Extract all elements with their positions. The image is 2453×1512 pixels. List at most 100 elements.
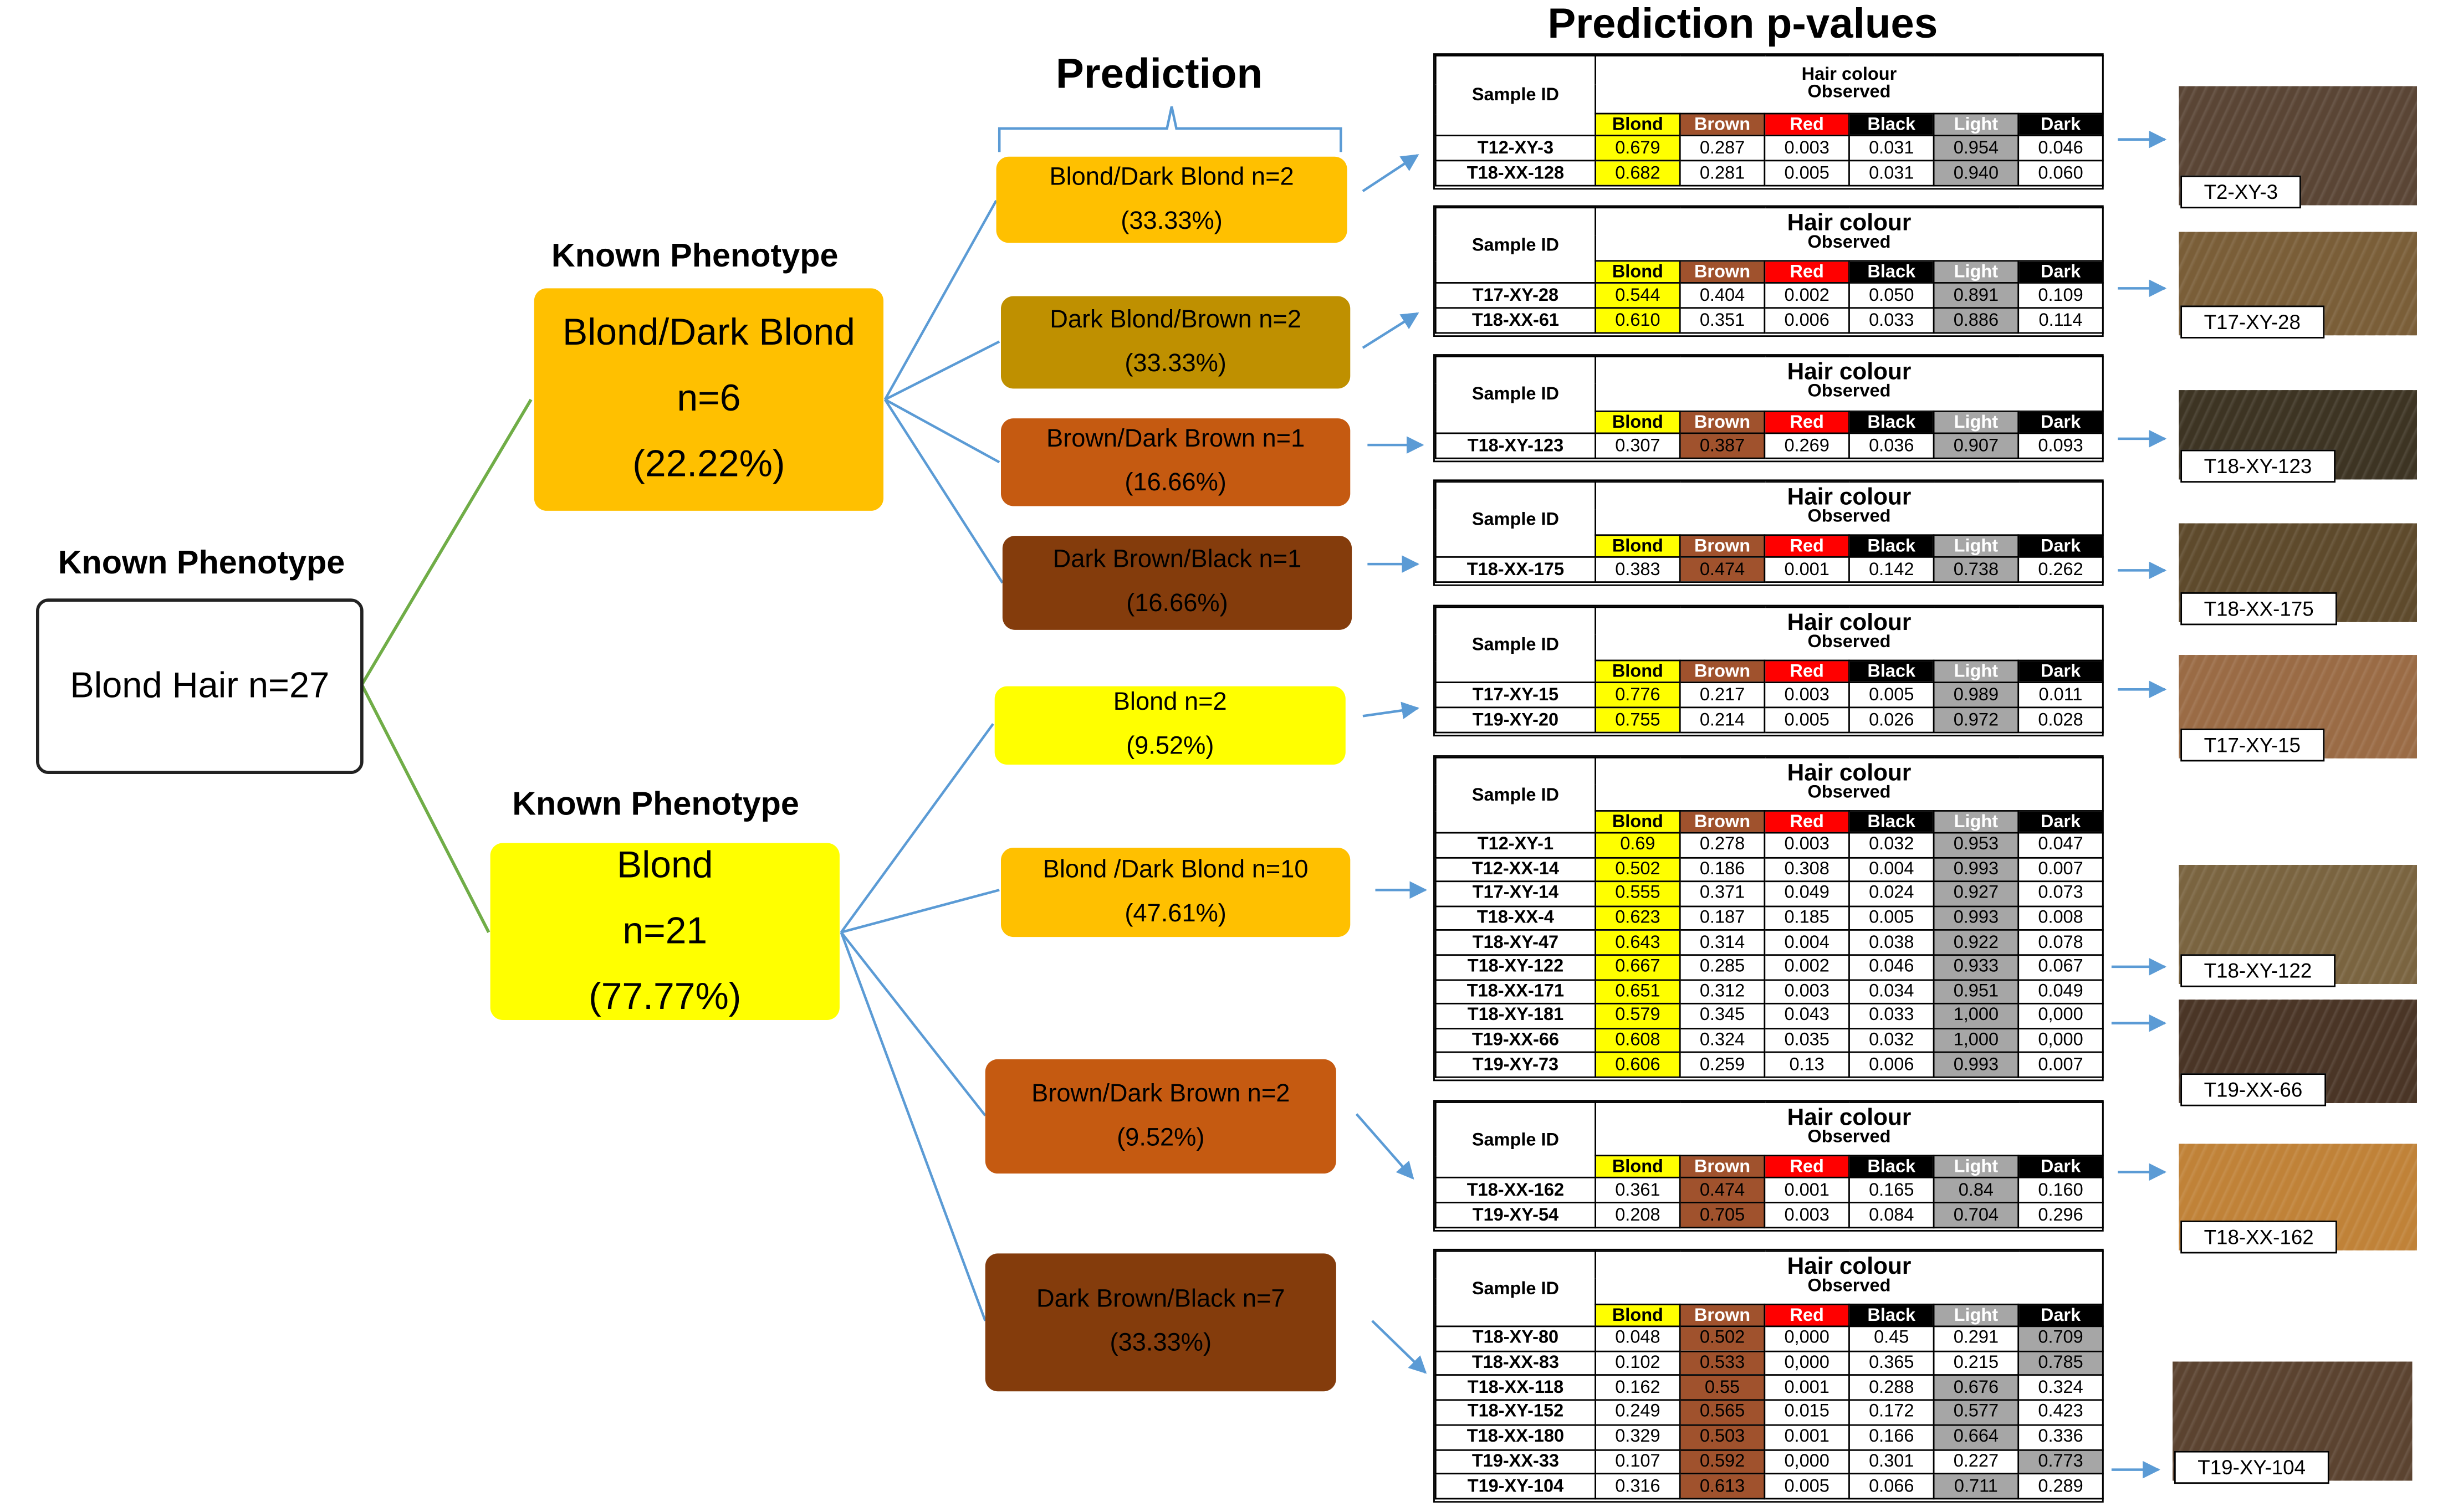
category-header-black: Black (1848, 534, 1935, 558)
sample-id-cell: T18-XY-123 (1434, 432, 1596, 459)
prediction-2-percent: (33.33%) (1125, 350, 1226, 377)
sample-id-header: Sample ID (1434, 207, 1596, 284)
sample-id-header: Sample ID (1434, 355, 1596, 434)
pvalue-cell: 0.067 (2017, 954, 2104, 981)
category-header-black: Black (1848, 659, 1935, 684)
pvalue-cell: 0.186 (1679, 856, 1766, 883)
prediction-7-percent: (9.52%) (1117, 1124, 1205, 1151)
prediction-box-3: Brown/Dark Brown n=1 (16.66%) (1001, 418, 1351, 506)
category-header-red: Red (1764, 410, 1850, 434)
hair-photo-8: T18-XX-162 (2179, 1144, 2417, 1254)
sample-id-cell: T18-XX-83 (1434, 1350, 1596, 1377)
hair-colour-header: Hair colour (1595, 606, 2104, 634)
sample-id-cell: T19-XY-20 (1434, 706, 1596, 734)
hair-colour-header: Hair colour (1595, 1250, 2104, 1278)
pvalue-cell: 0.003 (1764, 978, 1850, 1005)
sample-id-header: Sample ID (1434, 1250, 1596, 1328)
category-header-red: Red (1764, 112, 1850, 137)
pvalue-cell: 0.208 (1595, 1202, 1681, 1229)
known-1-line-3: (22.22%) (632, 443, 785, 486)
known-2-line-1: Blond (616, 843, 713, 886)
hair-photo-5: T17-XY-15 (2179, 655, 2417, 762)
hair-photo-4: T18-XX-175 (2179, 523, 2417, 626)
pvalue-cell: 0.345 (1679, 1003, 1766, 1029)
hair-colour-header: Hair colour (1595, 481, 2104, 509)
sample-id-cell: T17-XY-15 (1434, 681, 1596, 709)
sample-id-cell: T18-XY-80 (1434, 1325, 1596, 1352)
photo-label: T18-XX-162 (2180, 1221, 2338, 1254)
pvalue-cell: 0.050 (1848, 282, 1935, 309)
pvalue-cell: 0.005 (1764, 706, 1850, 734)
pvalue-cell: 0.046 (2017, 135, 2104, 162)
category-header-blond: Blond (1595, 810, 1681, 834)
sample-id-header: Sample ID (1434, 1101, 1596, 1178)
pvalue-cell: 0.259 (1679, 1052, 1766, 1078)
connector-k1-p2 (884, 340, 1000, 401)
photo-label: T19-XX-66 (2180, 1073, 2326, 1106)
observed-header: Observed (1595, 633, 2104, 662)
pvalue-cell: 0.214 (1679, 706, 1766, 734)
pvalue-cell: 0.005 (1848, 905, 1935, 931)
hair-colour-header: Hair colour (1595, 55, 2104, 85)
pvalue-cell: 0.031 (1848, 135, 1935, 162)
pvalue-cell: 0.785 (2017, 1350, 2104, 1377)
pvalue-cell: 0.291 (1933, 1325, 2020, 1352)
category-header-blond: Blond (1595, 534, 1681, 558)
category-header-brown: Brown (1679, 534, 1766, 558)
category-header-light: Light (1933, 659, 2020, 684)
category-header-light: Light (1933, 810, 2020, 834)
pvalue-cell: 0.078 (2017, 930, 2104, 956)
pvalue-cell: 0.102 (1595, 1350, 1681, 1377)
connector-k2-p6 (841, 889, 1000, 934)
prediction-5-label: Blond n=2 (1113, 689, 1227, 716)
pvalue-cell: 0.031 (1848, 160, 1935, 187)
pvalue-cell: 0.287 (1679, 135, 1766, 162)
pvalue-cell: 0.886 (1933, 307, 2020, 334)
pvalue-cell: 0.613 (1679, 1473, 1766, 1500)
pvalue-cell: 0.13 (1764, 1052, 1850, 1078)
prediction-7-label: Brown/Dark Brown n=2 (1031, 1080, 1290, 1107)
pvalue-cell: 0.623 (1595, 905, 1681, 931)
prediction-box-1: Blond/Dark Blond n=2 (33.33%) (996, 156, 1347, 243)
pvalue-cell: 0.383 (1595, 556, 1681, 583)
pvalue-cell: 0.005 (1848, 681, 1935, 709)
pvalue-cell: 0.107 (1595, 1448, 1681, 1475)
sample-id-cell: T19-XY-54 (1434, 1202, 1596, 1229)
pvalue-cell: 0.301 (1848, 1448, 1935, 1475)
category-header-dark: Dark (2017, 410, 2104, 434)
prediction-6-label: Blond /Dark Blond n=10 (1042, 856, 1309, 883)
prediction-box-6: Blond /Dark Blond n=10 (47.61%) (1001, 847, 1351, 937)
pvalue-cell: 0.336 (2017, 1424, 2104, 1451)
prediction-6-percent: (47.61%) (1125, 900, 1226, 927)
pvalue-cell: 0.592 (1679, 1448, 1766, 1475)
category-header-brown: Brown (1679, 810, 1766, 834)
pvalue-cell: 0.002 (1764, 954, 1850, 981)
hair-photo-9: T19-XY-104 (2173, 1361, 2413, 1484)
sample-id-cell: T18-XX-180 (1434, 1424, 1596, 1451)
hair-photo-7: T19-XX-66 (2179, 1000, 2417, 1106)
prediction-5-percent: (9.52%) (1126, 733, 1214, 760)
hair-photo-3: T18-XY-123 (2179, 390, 2417, 483)
pvalue-cell: 0.555 (1595, 880, 1681, 907)
known-1-line-2: n=6 (677, 377, 741, 420)
known-phenotype-title-1: Known Phenotype (551, 238, 839, 274)
sample-id-cell: T19-XX-33 (1434, 1448, 1596, 1475)
pvalue-cell: 0.709 (2017, 1325, 2104, 1352)
known-phenotype-box-1: Blond/Dark Blond n=6 (22.22%) (534, 288, 884, 511)
pvalue-cell: 0.093 (2017, 432, 2104, 459)
prediction-box-2: Dark Blond/Brown n=2 (33.33%) (1001, 296, 1351, 389)
prediction-title: Prediction (1055, 50, 1263, 98)
sample-id-cell: T18-XX-4 (1434, 905, 1596, 931)
pvalue-cell: 0.032 (1848, 832, 1935, 858)
prediction-bracket (998, 106, 1342, 152)
